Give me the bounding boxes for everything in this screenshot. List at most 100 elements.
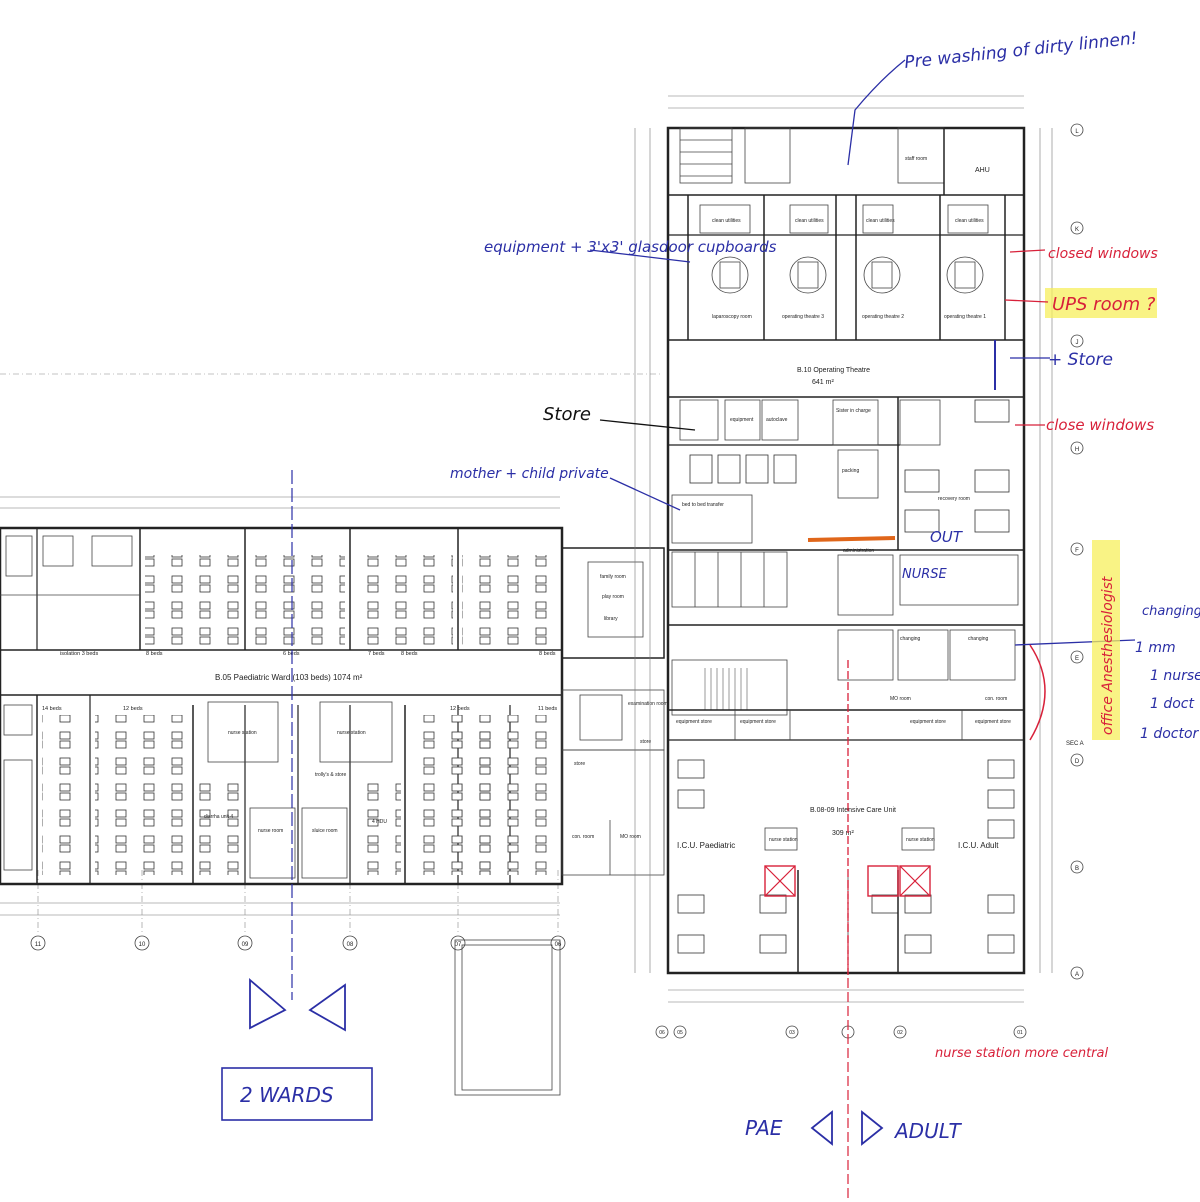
note-out: OUT — [930, 528, 964, 546]
room-laparoscopy: laparoscopy room — [712, 314, 752, 320]
theatre-title: B.10 Operating Theatre — [797, 367, 870, 374]
svg-text:06: 06 — [659, 1030, 665, 1036]
note-closed-windows: closed windows — [1048, 246, 1158, 262]
room-hdu: 4 HDU — [372, 819, 387, 825]
room-equipment: equipment — [730, 417, 754, 423]
icu-equipment-a: equipment store — [676, 719, 712, 725]
room-staff: staff room — [905, 156, 927, 162]
paediatric-ward: isolation 3 beds 8 beds 6 beds 7 beds 8 … — [0, 526, 668, 1096]
room-changing-b: changing — [968, 636, 989, 642]
icu-paediatric: I.C.U. Paediatric — [677, 841, 735, 850]
svg-text:D: D — [1075, 759, 1080, 765]
col-marker-09: 09 — [242, 942, 249, 948]
note-office: office Anesthesiologist — [1100, 576, 1116, 735]
grid-column-markers: 11 10 09 08 07 06 06 05 03 02 01 — [30, 870, 1027, 1039]
svg-text:03: 03 — [789, 1030, 795, 1036]
icu-mo-room: MO room — [890, 696, 911, 702]
room-library: library — [604, 616, 618, 622]
note-mm: 1 mm — [1135, 640, 1176, 656]
svg-text:L: L — [1075, 129, 1079, 135]
col-marker-11: 11 — [35, 942, 42, 948]
svg-text:02: 02 — [897, 1030, 903, 1036]
room-autoclave: autoclave — [766, 417, 788, 423]
note-mother: mother + child private — [450, 466, 609, 482]
ward-dimension-lines — [0, 373, 660, 916]
col-marker-06: 06 — [555, 942, 562, 948]
note-store: Store — [543, 404, 591, 425]
operating-tables — [711, 256, 984, 294]
note-store-plus: + Store — [1048, 350, 1113, 370]
room-nurse: nurse room — [258, 828, 283, 834]
ward-title: B.05 Paediatric Ward (103 beds) 1074 m² — [215, 673, 363, 682]
svg-text:H: H — [1075, 447, 1079, 453]
room-12-beds-b: 12 beds — [450, 706, 470, 712]
room-packing: packing — [842, 468, 859, 474]
room-diarrhea: diarrha unit 4 — [204, 814, 233, 820]
col-marker-08: 08 — [347, 942, 354, 948]
icu-area: 309 m² — [832, 830, 854, 837]
col-marker-10: 10 — [139, 942, 146, 948]
note-wards: 2 WARDS — [240, 1083, 334, 1107]
room-family: family room — [600, 574, 626, 580]
svg-text:J: J — [1076, 340, 1079, 346]
svg-text:A: A — [1075, 972, 1079, 978]
svg-text:05: 05 — [677, 1030, 683, 1036]
icu-equipment-c: equipment store — [910, 719, 946, 725]
room-bed-transfer: bed to bed transfer — [682, 502, 724, 508]
svg-text:E: E — [1075, 656, 1079, 662]
room-sluice: sluice room — [312, 828, 338, 834]
room-8-beds-c: 8 beds — [539, 651, 556, 657]
nurse-station-a: nurse station — [228, 730, 257, 736]
theatre-icu-block: A B D E F H J K L SEC A staff room AHU — [634, 95, 1084, 1003]
nurse-station-b: nurse station — [337, 730, 366, 736]
svg-text:01: 01 — [1017, 1030, 1023, 1036]
note-ups: UPS room ? — [1052, 294, 1156, 315]
icu-nurse-station-b: nurse station — [906, 837, 935, 843]
icu-title: B.08-09 Intensive Care Unit — [810, 807, 896, 814]
note-doc1: 1 doct — [1150, 696, 1195, 712]
clean-utilities-1: clean utilities — [712, 218, 741, 224]
note-nurse: NURSE — [902, 567, 948, 582]
room-op1: operating theatre 1 — [944, 314, 986, 320]
clean-utilities-3: clean utilities — [866, 218, 895, 224]
icu-nurse-station-a: nurse station — [769, 837, 798, 843]
room-recovery: recovery room — [938, 496, 970, 502]
icu-adult: I.C.U. Adult — [958, 841, 999, 850]
room-op2: operating theatre 2 — [862, 314, 904, 320]
room-play: play room — [602, 594, 624, 600]
room-mo: MO room — [620, 834, 641, 840]
room-14-beds: 14 beds — [42, 706, 62, 712]
icu-con-room: con. room — [985, 696, 1007, 702]
clean-utilities-4: clean utilities — [955, 218, 984, 224]
note-adult: ADULT — [893, 1119, 963, 1143]
room-store: store — [640, 739, 651, 745]
note-pae: PAE — [745, 1116, 783, 1140]
room-store-b: store — [574, 761, 585, 767]
room-8-beds-b: 8 beds — [401, 651, 418, 657]
room-11-beds: 11 beds — [538, 706, 557, 712]
col-marker-07: 07 — [455, 942, 462, 948]
room-op3: operating theatre 3 — [782, 314, 824, 320]
svg-text:B: B — [1075, 866, 1079, 872]
note-linen: Pre washing of dirty linnen! — [903, 29, 1138, 73]
svg-text:F: F — [1075, 548, 1079, 554]
svg-text:K: K — [1075, 227, 1079, 233]
room-12-beds-a: 12 beds — [123, 706, 143, 712]
note-doc2: 1 doctor — [1140, 726, 1200, 742]
room-7-beds: 7 beds — [368, 651, 385, 657]
clean-utilities-2: clean utilities — [795, 218, 824, 224]
room-trolleys: trolly's & store — [315, 772, 346, 778]
theatre-area: 641 m² — [812, 379, 834, 386]
room-6-beds: 6 beds — [283, 651, 300, 657]
room-ahu: AHU — [975, 167, 990, 174]
icu-equipment-b: equipment store — [740, 719, 776, 725]
room-isolation: isolation 3 beds — [60, 651, 98, 657]
room-changing-a: changing — [900, 636, 921, 642]
note-nurse1: 1 nurse — [1150, 668, 1200, 684]
section-label: SEC A — [1066, 741, 1084, 747]
room-sister: Sister in charge — [836, 408, 871, 414]
icu-equipment-d: equipment store — [975, 719, 1011, 725]
room-admin: administration — [843, 548, 874, 554]
room-exam: examination room — [628, 701, 668, 707]
